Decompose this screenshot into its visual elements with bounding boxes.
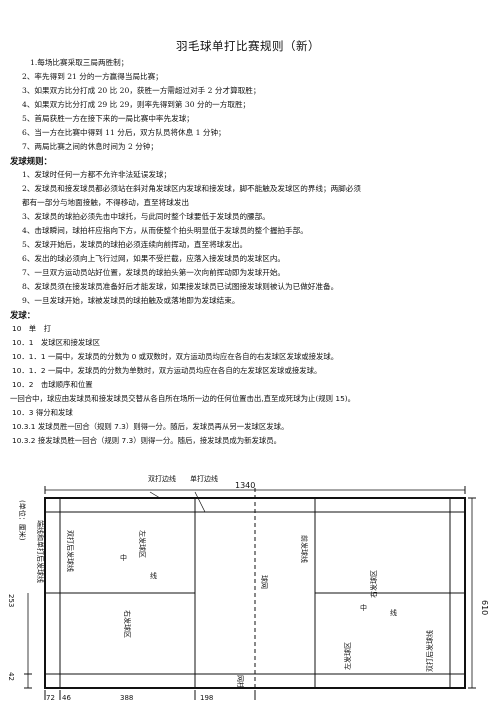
dim-388: 388 bbox=[120, 694, 133, 702]
label-right-service-court-left: 右发球区 bbox=[123, 610, 132, 638]
rule-7: 7、两局比赛之间的休息时间为 2 分钟； bbox=[22, 142, 158, 151]
section-10-2-text: 一回合中，球应由发球员和接发球员交替从各自所在场所一边的任何位置击出,直至成死球… bbox=[10, 394, 356, 403]
rule-1: 1.每场比赛采取三局两胜制； bbox=[30, 58, 129, 67]
dim-253: 253 bbox=[7, 594, 15, 607]
serve-heading-2: 发球： bbox=[10, 310, 36, 320]
serve-rule-1: 1、发球时任何一方都不允许非法延误发球； bbox=[22, 170, 172, 179]
section-singles: 10 单 打 bbox=[12, 324, 51, 333]
section-10-1: 10．1 发球区和接发球区 bbox=[12, 338, 101, 347]
serve-rule-4: 4、击球瞬间，球拍杆应指向下方，从而使整个拍头明显低于发球员的整个握拍手部。 bbox=[22, 226, 308, 235]
label-left-center: 中 bbox=[120, 553, 127, 562]
serve-rule-9: 9、一旦发球开始，球被发球员的球拍触及或落地即为发球结束。 bbox=[22, 296, 240, 305]
dim-length: 1340 bbox=[235, 481, 255, 490]
serve-rule-6: 6、发出的球必须向上飞行过网，如果不受拦截，应落入接发球员的发球区内。 bbox=[22, 254, 286, 263]
label-net-post: 网柱 bbox=[236, 675, 245, 689]
serve-rule-5: 5、发球开始后，发球员的球拍必须连续向前挥动，直至将球发出。 bbox=[22, 240, 248, 249]
label-right-service-court-right: 右发球区 bbox=[369, 570, 378, 598]
serve-heading: 发球规则： bbox=[10, 156, 52, 166]
section-10-2: 10．2 击球顺序和位置 bbox=[12, 380, 93, 389]
dim-width: 610 bbox=[480, 600, 489, 615]
section-10-3-2: 10.3.2 接发球员胜一回合（规则 7.3）则得一分。随后，接发球员成为新发球… bbox=[12, 436, 282, 445]
label-left-center-line: 线 bbox=[150, 571, 157, 580]
dim-42: 42 bbox=[7, 672, 15, 681]
rule-3: 3、如果双方比分打成 20 比 20，获胜一方需超过对手 2 分才算取胜； bbox=[22, 86, 261, 95]
serve-rule-8: 8、发球员须在接发球员准备好后才能发球，如果接发球员已试图接发球则被认为已做好准… bbox=[22, 282, 339, 291]
label-short-service-right: 前发球线 bbox=[300, 535, 309, 563]
label-baseline-left: 端线和单打后发球线 bbox=[36, 520, 45, 583]
label-left-service-court-right: 左发球区 bbox=[343, 642, 352, 670]
label-left-doubles-long: 双打后发球线 bbox=[66, 530, 75, 572]
section-10-3-1: 10.3.1 发球员胜一回合（规则 7.3）则得一分。随后，发球员再从另一发球区… bbox=[12, 422, 289, 431]
document-title: 羽毛球单打比赛规则（新） bbox=[176, 39, 320, 53]
rule-6: 6、当一方在比赛中得到 11 分后，双方队员将休息 1 分钟； bbox=[22, 128, 226, 137]
label-net: 球网 bbox=[260, 575, 269, 589]
dim-72: 72 bbox=[46, 694, 55, 702]
label-right-center-line: 线 bbox=[390, 608, 397, 617]
label-singles-sideline: 单打边线 bbox=[190, 474, 218, 483]
rule-5: 5、首局获胜一方在接下来的一局比赛中率先发球； bbox=[22, 114, 194, 123]
label-doubles-sideline: 双打边线 bbox=[148, 474, 176, 483]
section-10-1-1: 10．1．1 一局中，发球员的分数为 0 或双数时，双方运动员均应在各自的右发球… bbox=[12, 352, 339, 361]
dim-198: 198 bbox=[200, 694, 213, 702]
serve-rule-2-cont: 都有一部分与地面接触，不得移动，直至将球发出 bbox=[22, 198, 190, 207]
serve-rule-3: 3、发球员的球拍必须先击中球托，与此同时整个球要低于发球员的腰部。 bbox=[22, 212, 270, 221]
unit-label: (单位：厘米) bbox=[18, 500, 27, 541]
serve-rule-7: 7、一旦双方运动员站好位置，发球员的球拍头第一次向前挥动即为发球开始。 bbox=[22, 268, 286, 277]
dim-46: 46 bbox=[62, 694, 71, 702]
section-10-3: 10．3 得分和发球 bbox=[12, 408, 73, 417]
serve-rule-2: 2、发球员和接发球员都必须站在斜对角发球区内发球和接发球，脚不能触及发球区的界线… bbox=[22, 184, 361, 193]
label-right-doubles-long: 双打后发球线 bbox=[425, 630, 434, 672]
label-left-service-court: 左发球区 bbox=[138, 530, 147, 558]
label-right-center: 中 bbox=[360, 603, 367, 612]
rule-2: 2、率先得到 21 分的一方赢得当局比赛； bbox=[22, 72, 163, 81]
rule-4: 4、如果双方比分打成 29 比 29，则率先得到第 30 分的一方取胜； bbox=[22, 100, 251, 109]
section-10-1-2: 10．1．2 一局中，发球员的分数为单数时，双方运动员均应在各自的左发球区发球或… bbox=[12, 366, 322, 375]
